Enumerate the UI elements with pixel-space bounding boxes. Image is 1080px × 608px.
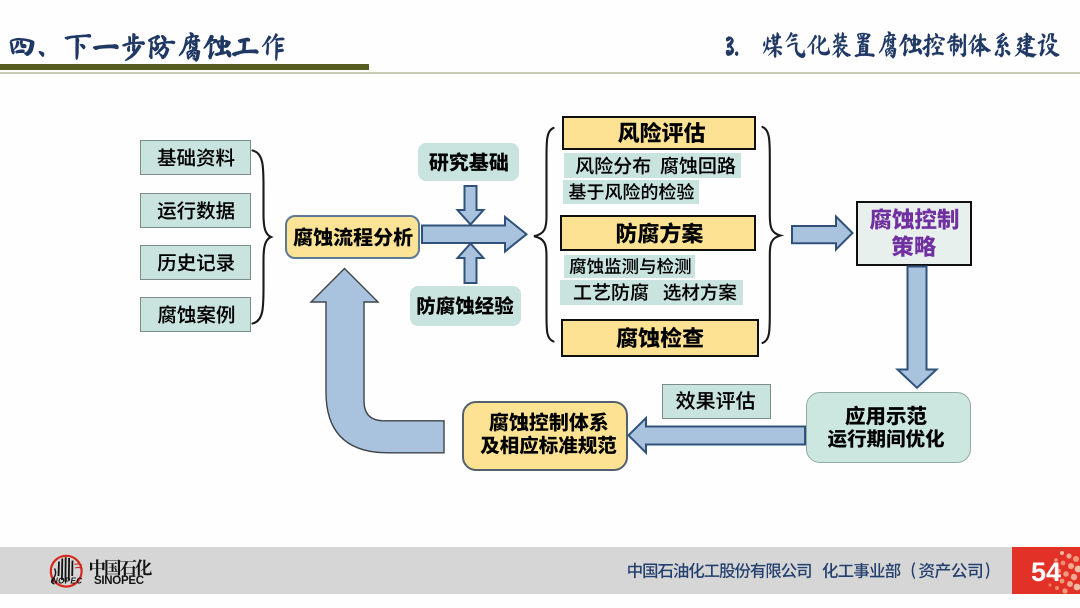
svg-text:NOPEC: NOPEC (52, 577, 82, 586)
svg-text:SINOPEC: SINOPEC (94, 575, 144, 587)
svg-text:54: 54 (1031, 557, 1061, 587)
